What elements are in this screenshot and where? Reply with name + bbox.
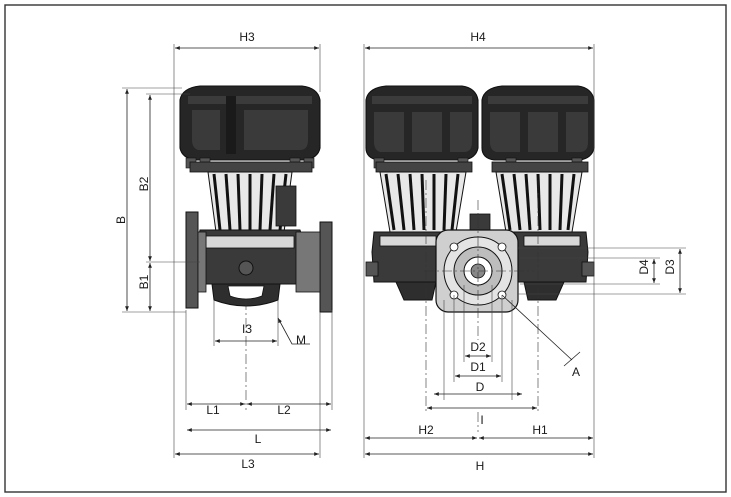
dim-label-d3: D3 (663, 259, 677, 275)
side-outlet-circle (238, 260, 254, 276)
dim-label-d1: D1 (470, 360, 486, 374)
dim-label-i3: I3 (242, 322, 252, 336)
dim-label-d: D (476, 380, 485, 394)
dim-label-b: B (114, 216, 128, 224)
dim-label-a: A (572, 365, 580, 379)
dim-label-d2: D2 (470, 340, 486, 354)
dim-label-h: H (476, 459, 485, 473)
dim-label-d4: D4 (637, 259, 651, 275)
dim-label-i: I (480, 413, 483, 427)
dim-label-l2: L2 (277, 403, 291, 417)
front-view-twin-pump (365, 85, 595, 313)
side-left-flange (185, 211, 199, 309)
dim-label-l3: L3 (241, 457, 255, 471)
dim-label-h1: H1 (532, 423, 548, 437)
dim-label-h3: H3 (239, 30, 255, 44)
dim-label-h4: H4 (470, 30, 486, 44)
dim-label-h2: H2 (418, 423, 434, 437)
dim-label-l1: L1 (206, 403, 220, 417)
dim-label-b2: B2 (137, 176, 151, 191)
side-view-pump (179, 85, 333, 313)
dim-label-l: L (255, 432, 262, 446)
dim-label-m: M (296, 333, 306, 347)
drawing-border (4, 4, 727, 493)
dim-label-b1: B1 (137, 274, 151, 289)
side-right-flange (319, 221, 333, 313)
